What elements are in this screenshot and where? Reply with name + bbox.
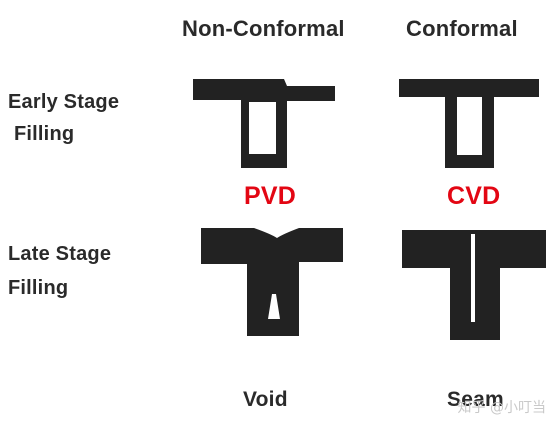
row-label-early-line2: Filling bbox=[14, 123, 75, 145]
early-nonconformal-film bbox=[193, 79, 335, 168]
early-conformal-film bbox=[399, 79, 539, 168]
seam-line bbox=[471, 234, 475, 322]
header-conformal: Conformal bbox=[406, 16, 518, 41]
row-label-late-line2: Filling bbox=[8, 277, 69, 299]
method-label-cvd: CVD bbox=[447, 182, 501, 210]
result-label-seam: Seam bbox=[447, 388, 504, 411]
watermark-text: 知乎 @小叮当 bbox=[457, 400, 546, 416]
late-conformal-film bbox=[402, 230, 546, 340]
row-label-early-line1: Early Stage bbox=[8, 91, 120, 113]
late-nonconformal-film bbox=[201, 228, 343, 336]
result-label-void: Void bbox=[243, 388, 288, 411]
method-label-pvd: PVD bbox=[244, 182, 297, 210]
header-non-conformal: Non-Conformal bbox=[182, 16, 345, 41]
row-label-late-line1: Late Stage bbox=[8, 243, 112, 265]
void-cavity bbox=[268, 294, 280, 319]
